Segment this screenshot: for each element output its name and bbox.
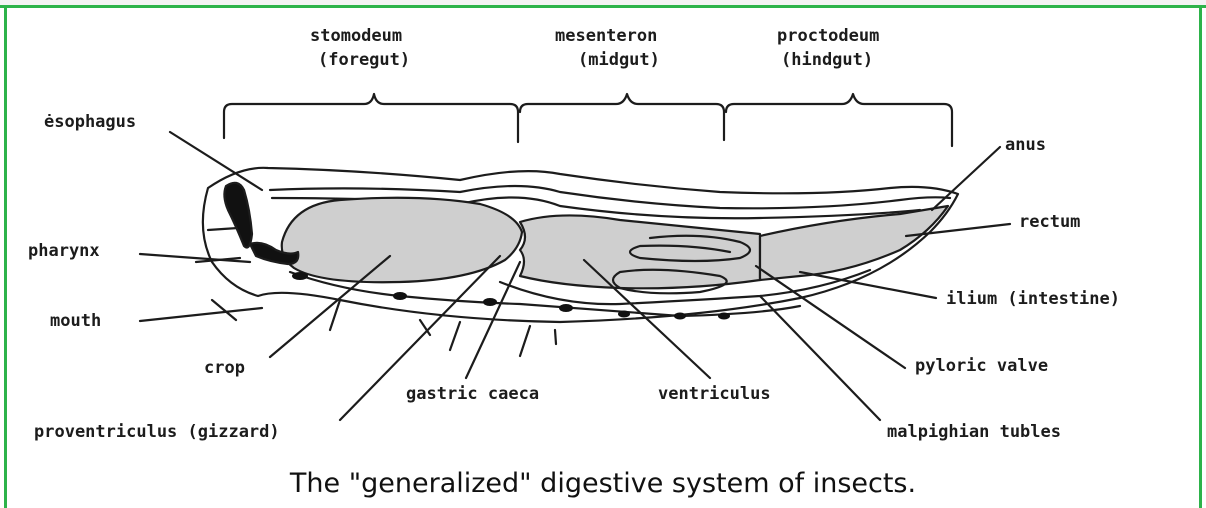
brace-mesenteron [520, 94, 724, 140]
leader-mouth [140, 308, 262, 321]
region-sub-midgut: (midgut) [578, 52, 660, 69]
head-line [196, 228, 240, 320]
leader-anus [932, 147, 1000, 210]
leader-malpighian [760, 296, 880, 420]
label-pyloric-valve: pyloric valve [915, 358, 1048, 375]
region-label-proctodeum: proctodeum [777, 28, 879, 45]
label-esophagus: ėsophagus [44, 114, 136, 131]
esophagus-shape [224, 183, 252, 248]
label-proventriculus: proventriculus (gizzard) [34, 424, 280, 441]
label-rectum: rectum [1019, 214, 1080, 231]
brace-stomodeum [224, 94, 518, 142]
leg-lines [330, 300, 556, 356]
region-label-mesenteron: mesenteron [555, 28, 657, 45]
label-crop: crop [204, 360, 245, 377]
label-malpighian-tubles: malpighian tubles [887, 424, 1061, 441]
label-gastric-caeca: gastric caeca [406, 386, 539, 403]
label-ventriculus: ventriculus [658, 386, 771, 403]
brace-proctodeum [726, 94, 952, 146]
region-sub-foregut: (foregut) [318, 52, 410, 69]
figure-caption: The "generalized" digestive system of in… [0, 470, 1206, 497]
label-pharynx: pharynx [28, 243, 100, 260]
label-anus: anus [1005, 137, 1046, 154]
region-sub-hindgut: (hindgut) [781, 52, 873, 69]
label-ilium: ilium (intestine) [946, 291, 1120, 308]
label-mouth: mouth [50, 313, 101, 330]
region-label-stomodeum: stomodeum [310, 28, 402, 45]
leader-pyloric [756, 266, 905, 368]
leader-esophagus [170, 132, 262, 190]
